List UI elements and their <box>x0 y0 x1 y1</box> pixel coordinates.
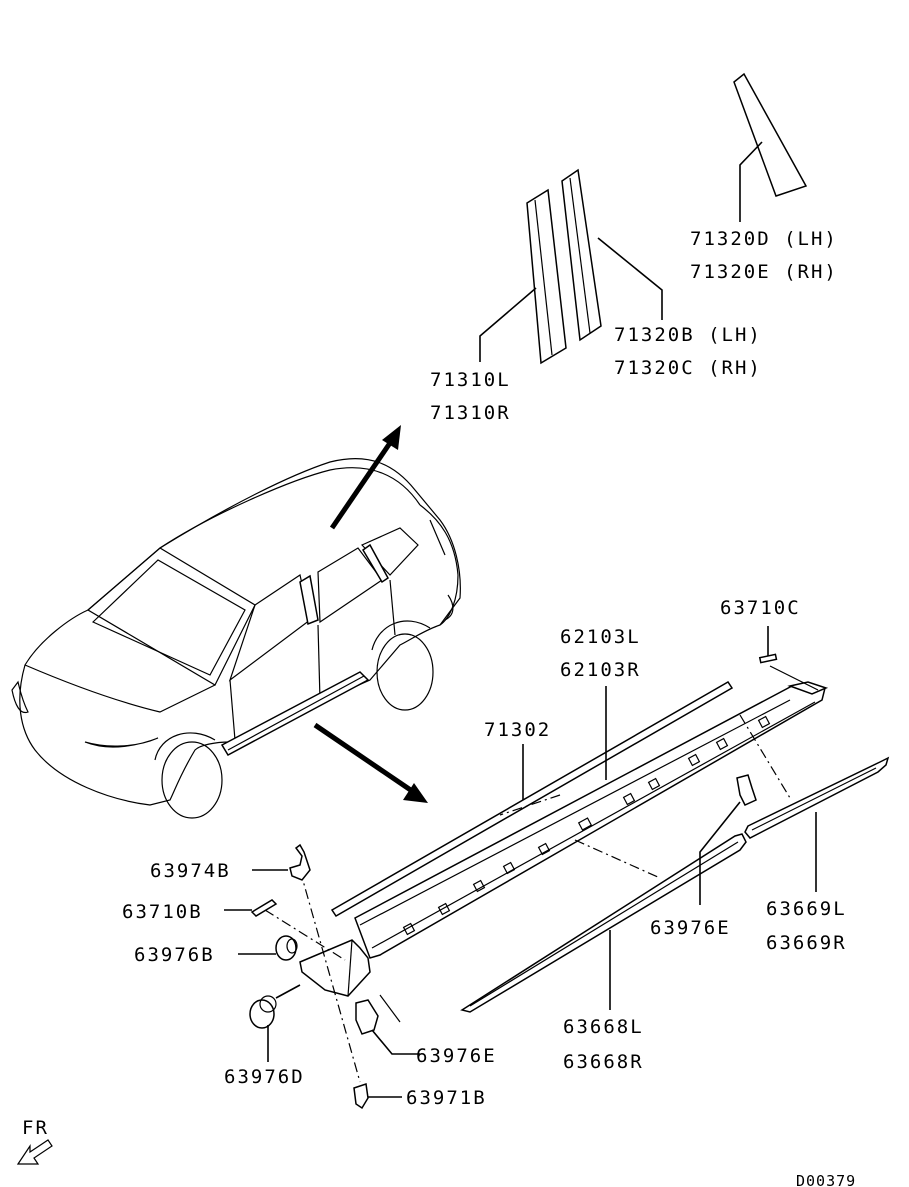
label-71320E: 71320E (RH) <box>690 261 838 283</box>
leader-63976E-lower-b <box>379 994 401 1023</box>
centerline-c <box>739 714 791 799</box>
screw-63971B <box>353 1083 369 1110</box>
label-71310L: 71310L <box>430 369 511 391</box>
arrow-to-pillars <box>329 425 401 530</box>
label-63668R: 63668R <box>563 1051 644 1073</box>
pillar-garnish-71320B <box>561 168 602 342</box>
label-71320D: 71320D (LH) <box>690 228 838 250</box>
label-63669L: 63669L <box>766 898 847 920</box>
label-63710B: 63710B <box>122 901 203 923</box>
arrow-to-sill <box>313 722 428 803</box>
leader-63976E-lower <box>371 1029 420 1055</box>
leader-63976E-upper <box>699 801 741 905</box>
tape-63710B <box>250 899 278 917</box>
side-sill-garnish-71302 <box>299 681 829 997</box>
clip-63976E-upper <box>736 774 757 806</box>
label-71310R: 71310R <box>430 402 511 424</box>
front-arrow-icon <box>16 1139 53 1165</box>
molding-63669 <box>744 756 890 839</box>
label-71320B: 71320B (LH) <box>614 324 762 346</box>
label-71302: 71302 <box>484 719 551 741</box>
vehicle-outline <box>11 458 461 819</box>
centerline-b <box>574 839 661 879</box>
label-63971B: 63971B <box>406 1087 487 1109</box>
leader-63976D-b <box>275 984 301 999</box>
label-63976B: 63976B <box>134 944 215 966</box>
label-63976D: 63976D <box>224 1066 305 1088</box>
leader-63710C-end <box>769 665 819 691</box>
grommet-63976B <box>275 935 298 961</box>
clip-63974B <box>289 843 311 881</box>
pad-63710C <box>758 653 778 664</box>
centerline-d <box>299 869 361 1083</box>
molding-63668 <box>460 833 747 1013</box>
label-63976E-upper: 63976E <box>650 917 731 939</box>
label-62103R: 62103R <box>560 659 641 681</box>
label-62103L: 62103L <box>560 626 641 648</box>
label-63668L: 63668L <box>563 1016 644 1038</box>
label-71320C: 71320C (RH) <box>614 357 762 379</box>
clip-63976E-lower <box>355 999 379 1035</box>
front-marker-label: FR <box>22 1117 49 1139</box>
fastener-63976D <box>249 995 277 1029</box>
diagram-code: D00379 <box>796 1172 856 1187</box>
label-63976E-lower: 63976E <box>416 1045 497 1067</box>
leader-71320B <box>597 237 663 320</box>
leader-71310 <box>479 287 537 362</box>
leader-71320D <box>739 141 763 222</box>
pillar-garnish-71320D <box>733 72 808 197</box>
pillar-garnish-71310 <box>526 188 567 365</box>
centerline-e <box>264 909 346 961</box>
label-63710C: 63710C <box>720 597 801 619</box>
label-63669R: 63669R <box>766 932 847 954</box>
weatherstrip-62103 <box>330 680 734 918</box>
label-63974B: 63974B <box>150 860 231 882</box>
